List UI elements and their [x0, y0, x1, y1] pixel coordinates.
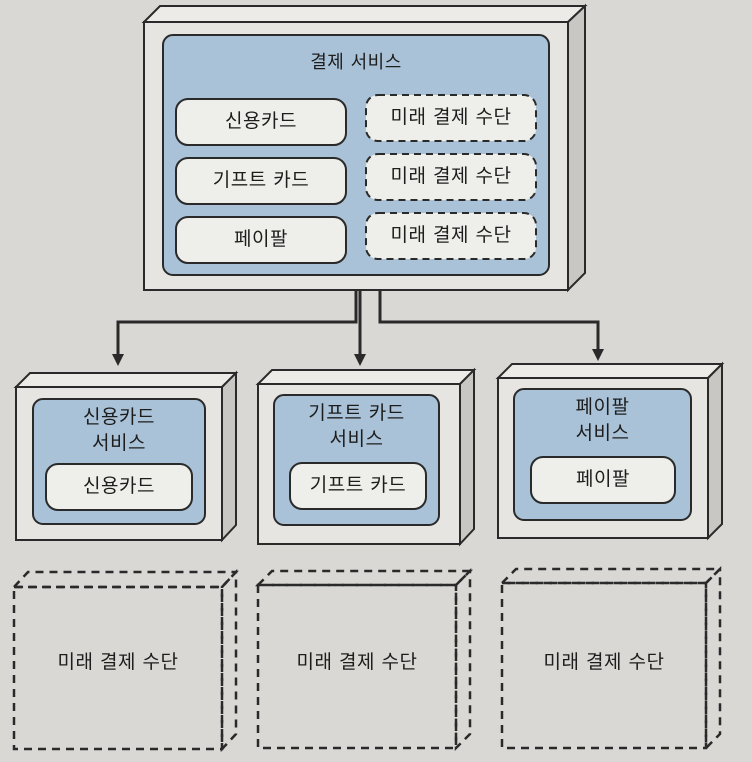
- connector-arrows: [112, 290, 604, 366]
- paypal-service-item: 페이팔: [576, 468, 630, 491]
- box-side-face: [704, 565, 722, 752]
- future-service-box: [11, 568, 239, 753]
- box-top-face: [11, 570, 239, 589]
- paypal-pill: [175, 216, 347, 264]
- box-top-face: [13, 372, 239, 388]
- box-front-face: [256, 583, 458, 750]
- future-method-pill: [365, 153, 537, 201]
- box-side-face: [459, 367, 475, 547]
- future-service-box: [498, 565, 724, 752]
- credit-card-service-title: 신용카드 서비스: [83, 406, 155, 454]
- credit-card-pill: [175, 98, 347, 146]
- future-method-pill: [365, 212, 537, 260]
- future-method-pill: [365, 94, 537, 142]
- future-service-label: 미래 결제 수단: [57, 651, 179, 674]
- paypal-service-box: [495, 361, 725, 541]
- future-method-label: 미래 결제 수단: [390, 106, 512, 129]
- payment-service-box: [141, 3, 588, 293]
- payment-service-title: 결제 서비스: [310, 51, 402, 73]
- future-service-label: 미래 결제 수단: [296, 651, 418, 674]
- credit-card-pill: [45, 463, 193, 511]
- paypal-service-title: 페이팔 서비스: [575, 396, 630, 444]
- box-top-face: [254, 569, 474, 587]
- future-method-label: 미래 결제 수단: [390, 224, 512, 247]
- box-top-face: [495, 363, 725, 379]
- gift-card-label: 기프트 카드: [212, 169, 310, 192]
- box-side-face: [220, 568, 238, 753]
- gift-card-pill: [175, 157, 347, 205]
- credit-card-service-box: [13, 370, 239, 543]
- paypal-pill: [530, 456, 676, 504]
- credit-card-service-item: 신용카드: [83, 475, 155, 498]
- box-front-face: [500, 581, 708, 750]
- box-side-face: [221, 370, 237, 543]
- box-side-face: [567, 3, 586, 293]
- future-service-label: 미래 결제 수단: [543, 651, 665, 674]
- box-top-face: [255, 369, 477, 385]
- box-side-face: [707, 361, 723, 541]
- future-service-box: [254, 567, 474, 752]
- paypal-label: 페이팔: [234, 228, 288, 251]
- box-front-face: [12, 585, 224, 751]
- credit-card-label: 신용카드: [225, 110, 297, 133]
- future-method-label: 미래 결제 수단: [390, 165, 512, 188]
- arrow-to-credit-card-service: [112, 290, 358, 366]
- box-side-face: [454, 567, 472, 752]
- gift-card-service-title: 기프트 카드 서비스: [308, 402, 405, 450]
- box-top-face: [141, 5, 588, 23]
- gift-card-service-item: 기프트 카드: [309, 474, 407, 497]
- gift-card-pill: [289, 462, 427, 510]
- box-top-face: [498, 567, 724, 585]
- gift-card-service-box: [255, 367, 477, 547]
- arrow-to-paypal-service: [378, 290, 604, 361]
